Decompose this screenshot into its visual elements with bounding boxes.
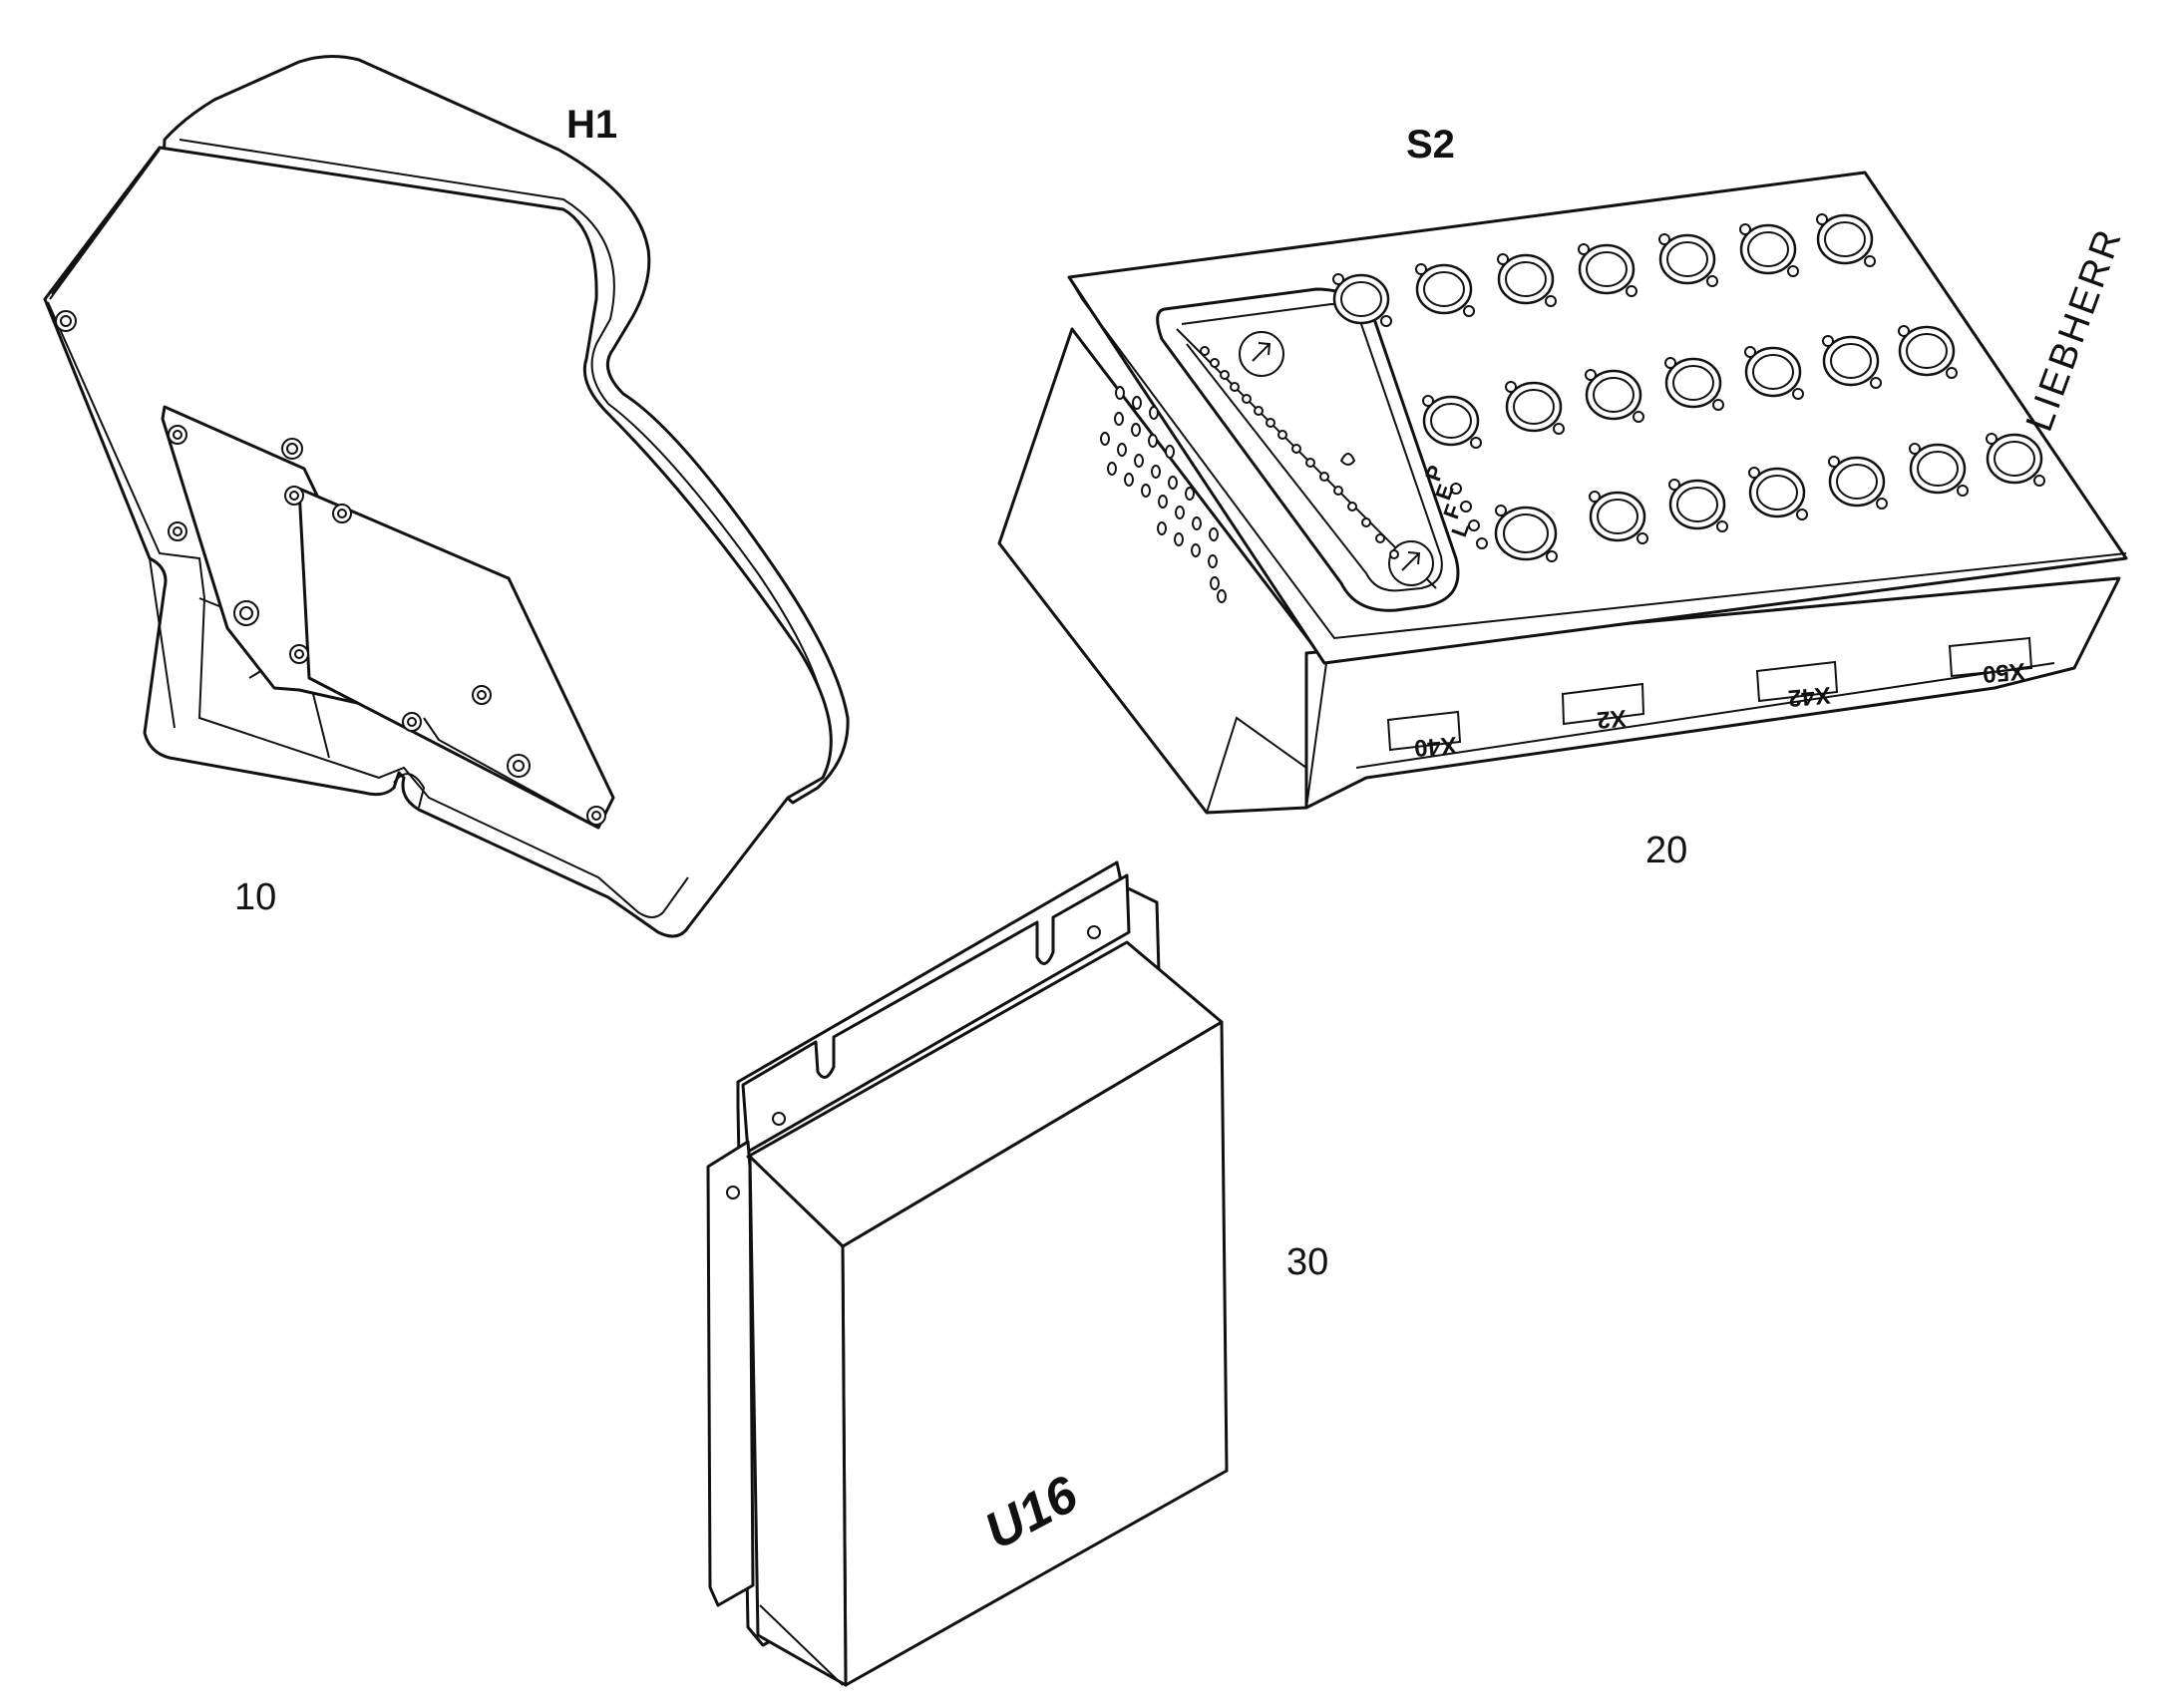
keypad-designator: S2 <box>1406 123 1455 167</box>
keypad-keys <box>1332 213 2045 562</box>
display-housing <box>43 55 850 938</box>
connector-label-x50: X50 <box>1982 657 2026 688</box>
control-unit: U16 <box>706 860 1229 1687</box>
keypad-unit: P E F L <box>997 171 2131 815</box>
connector-label-x42: X42 <box>1787 681 1832 712</box>
vent-holes <box>1100 386 1227 603</box>
display-screws <box>55 310 606 826</box>
led-dots <box>1200 346 1399 559</box>
control-unit-part-number: 30 <box>1286 1241 1328 1283</box>
display-part-number: 10 <box>234 876 276 918</box>
key-row-1 <box>1332 213 1876 327</box>
key-row-2 <box>1422 325 1958 449</box>
connector-label-x2: X2 <box>1596 704 1628 733</box>
connector-labels: X40 X2 X42 X50 <box>1386 636 2033 762</box>
connector-label-x40: X40 <box>1413 731 1458 762</box>
indicator-letters: P E F L <box>1420 462 1488 549</box>
keypad-part-number: 20 <box>1645 830 1687 871</box>
brand-label: LIEBHERR <box>2018 222 2131 438</box>
key-row-3 <box>1494 433 2045 562</box>
display-designator: H1 <box>566 103 617 147</box>
